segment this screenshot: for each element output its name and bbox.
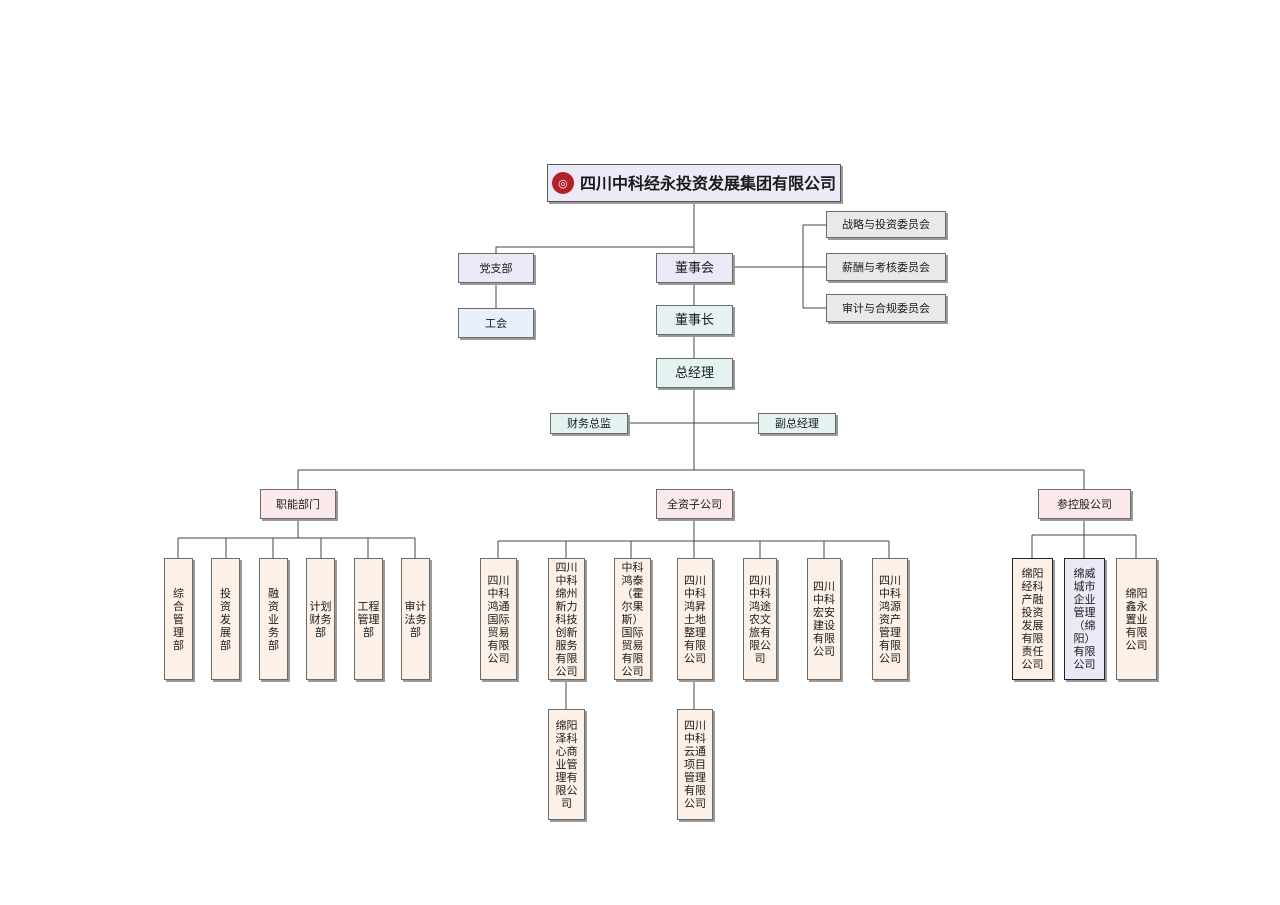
department-box: 投资发展部 bbox=[211, 558, 240, 680]
party-branch-box: 党支部 bbox=[458, 253, 534, 283]
sub-subsidiary-box: 四川中科云通项目管理有限公司 bbox=[677, 709, 713, 820]
root-company-label: 四川中科经永投资发展集团有限公司 bbox=[579, 173, 836, 193]
sub-subsidiary-label: 绵阳泽科心商业管理有限公司 bbox=[555, 719, 578, 810]
general-manager-box: 总经理 bbox=[656, 358, 733, 388]
holding-box: 绵威城市企业管理（绵阳）有限公司 bbox=[1064, 558, 1105, 680]
committee-label: 审计与合规委员会 bbox=[842, 301, 930, 315]
committee-audit-box: 审计与合规委员会 bbox=[826, 294, 946, 322]
department-label: 工程管理部 bbox=[357, 599, 380, 639]
board-label: 董事会 bbox=[674, 260, 714, 276]
deputy-gm-box: 副总经理 bbox=[758, 413, 836, 434]
holding-label: 绵阳经科产融投资发展有限责任公司 bbox=[1021, 567, 1044, 671]
sub-subsidiary-label: 四川中科云通项目管理有限公司 bbox=[684, 719, 706, 810]
subsidiary-box: 中科鸿泰（霍尔果斯）国际贸易有限公司 bbox=[614, 558, 651, 680]
holding-box: 绵阳经科产融投资发展有限责任公司 bbox=[1012, 558, 1053, 680]
committee-compensation-box: 薪酬与考核委员会 bbox=[826, 253, 946, 281]
department-label: 综合管理部 bbox=[173, 586, 184, 652]
committee-label: 薪酬与考核委员会 bbox=[842, 260, 930, 274]
deputy-gm-label: 副总经理 bbox=[775, 417, 819, 430]
department-box: 计划财务部 bbox=[306, 558, 335, 680]
department-box: 工程管理部 bbox=[354, 558, 383, 680]
chairman-box: 董事长 bbox=[656, 305, 733, 335]
holding-label: 绵威城市企业管理（绵阳）有限公司 bbox=[1073, 567, 1096, 671]
holding-box: 绵阳鑫永置业有限公司 bbox=[1116, 558, 1157, 680]
department-label: 审计法务部 bbox=[404, 599, 427, 639]
department-label: 融资业务部 bbox=[268, 586, 279, 652]
committee-label: 战略与投资委员会 bbox=[842, 218, 930, 231]
wholly-owned-subsidiaries-box: 全资子公司 bbox=[656, 489, 733, 519]
union-box: 工会 bbox=[458, 308, 534, 338]
group-label: 参控股公司 bbox=[1057, 497, 1112, 511]
holding-companies-box: 参控股公司 bbox=[1038, 489, 1131, 519]
subsidiary-label: 四川中科鸿途农文旅有限公司 bbox=[749, 573, 771, 665]
subsidiary-box: 四川中科鸿通国际贸易有限公司 bbox=[480, 558, 517, 680]
chairman-label: 董事长 bbox=[674, 312, 714, 328]
subsidiary-box: 四川中科鸿途农文旅有限公司 bbox=[743, 558, 777, 680]
subsidiary-box: 四川中科绵州新力科技创新服务有限公司 bbox=[548, 558, 585, 680]
party-branch-label: 党支部 bbox=[479, 261, 513, 275]
department-label: 计划财务部 bbox=[309, 599, 332, 639]
holding-label: 绵阳鑫永置业有限公司 bbox=[1125, 586, 1148, 652]
subsidiary-label: 四川中科宏安建设有限公司 bbox=[813, 580, 835, 658]
department-box: 融资业务部 bbox=[259, 558, 288, 680]
cfo-box: 财务总监 bbox=[550, 413, 628, 434]
company-logo-icon: ◎ bbox=[551, 172, 574, 194]
union-label: 工会 bbox=[485, 316, 507, 330]
root-company-box: ◎ 四川中科经永投资发展集团有限公司 bbox=[547, 164, 841, 202]
cfo-label: 财务总监 bbox=[567, 417, 611, 430]
subsidiary-label: 四川中科鸿通国际贸易有限公司 bbox=[487, 573, 510, 665]
subsidiary-label: 四川中科鸿源资产管理有限公司 bbox=[879, 573, 901, 665]
board-box: 董事会 bbox=[656, 253, 733, 283]
department-label: 投资发展部 bbox=[220, 586, 231, 652]
department-box: 审计法务部 bbox=[401, 558, 430, 680]
committee-strategy-box: 战略与投资委员会 bbox=[826, 211, 946, 238]
general-manager-label: 总经理 bbox=[674, 365, 714, 381]
sub-subsidiary-box: 绵阳泽科心商业管理有限公司 bbox=[548, 709, 585, 820]
subsidiary-box: 四川中科鸿源资产管理有限公司 bbox=[872, 558, 908, 680]
subsidiary-label: 四川中科绵州新力科技创新服务有限公司 bbox=[555, 560, 578, 678]
department-box: 综合管理部 bbox=[164, 558, 193, 680]
subsidiary-label: 四川中科鸿昇土地整理有限公司 bbox=[684, 573, 706, 665]
subsidiary-box: 四川中科宏安建设有限公司 bbox=[807, 558, 841, 680]
group-label: 职能部门 bbox=[276, 497, 320, 511]
group-label: 全资子公司 bbox=[667, 497, 722, 511]
functional-departments-box: 职能部门 bbox=[260, 489, 336, 519]
subsidiary-label: 中科鸿泰（霍尔果斯）国际贸易有限公司 bbox=[621, 560, 644, 678]
subsidiary-box: 四川中科鸿昇土地整理有限公司 bbox=[677, 558, 713, 680]
